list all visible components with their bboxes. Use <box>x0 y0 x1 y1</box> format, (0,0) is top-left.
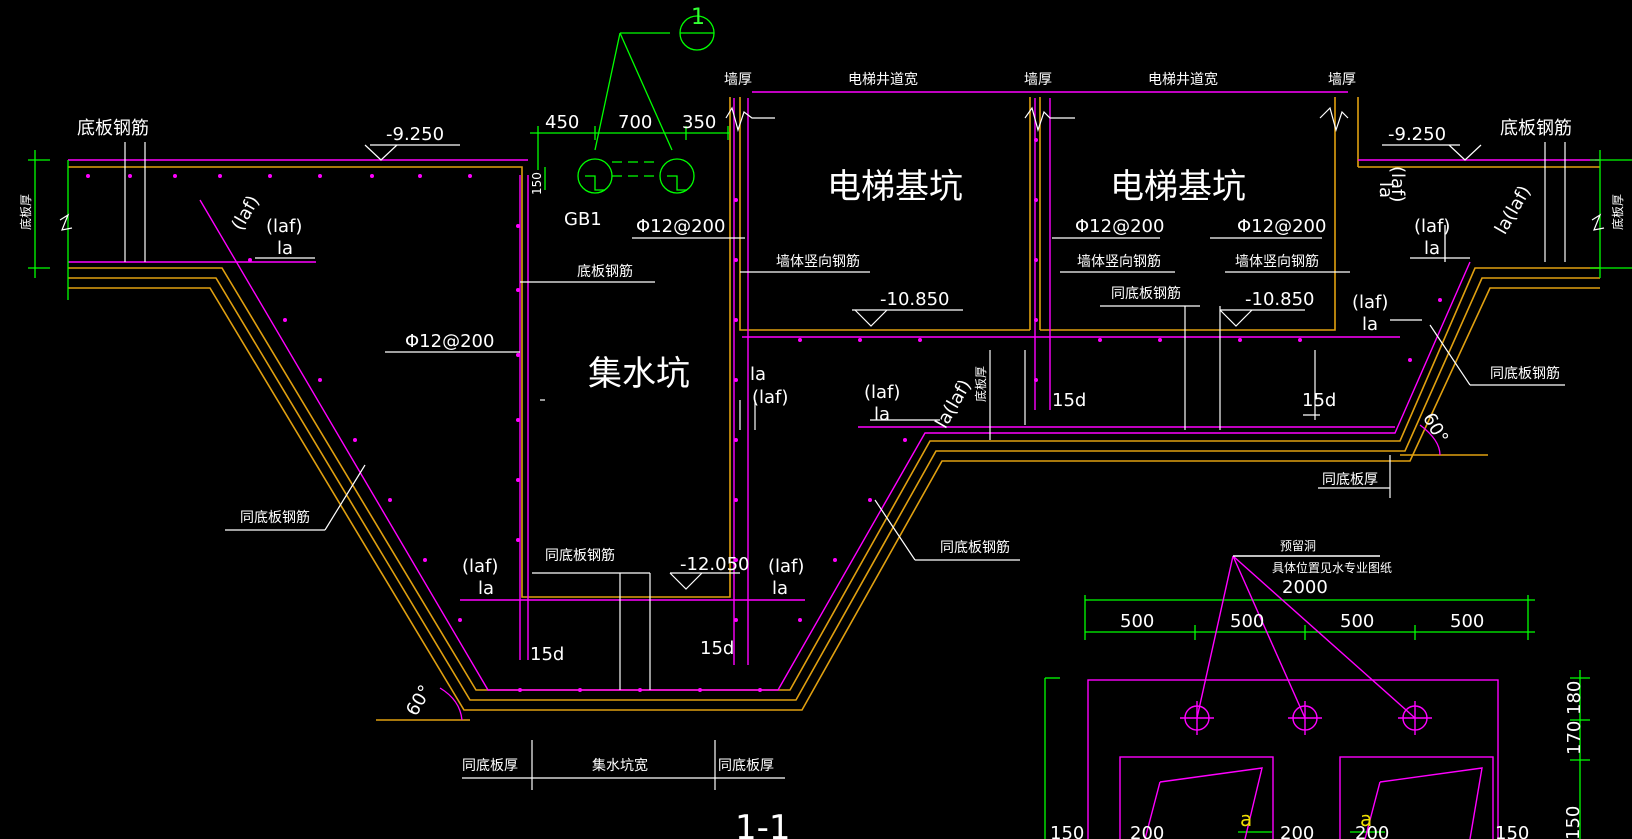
text-layer: 1 -9.250 -9.250 底板钢筋 底板钢筋 墙厚 电梯井道宽 墙厚 电梯… <box>18 5 1625 839</box>
pipe-dim-700: 700 <box>618 112 652 133</box>
wall-vertical-rebar-1: 墙体竖向钢筋 <box>776 253 860 270</box>
fifteen-d-4: 15d <box>700 638 734 659</box>
anchorage-la-2: la <box>874 404 890 425</box>
anchorage-la-3: la <box>1362 314 1378 335</box>
anchorage-la-6: la <box>772 578 788 599</box>
anchorage-laf-3: (laf) <box>1352 292 1388 313</box>
sump-label: 集水坑 <box>588 354 690 394</box>
opening-total: 2000 <box>1282 577 1328 598</box>
same-slab-thick-bottom-2: 同底板厚 <box>718 758 774 774</box>
same-slab-rebar-4: 同底板钢筋 <box>940 539 1010 556</box>
pit-elevation-1: -10.850 <box>880 289 949 310</box>
anchorage-laf-2: (laf) <box>864 382 900 403</box>
top-elevation-right: -9.250 <box>1388 124 1446 145</box>
break-symbols <box>59 106 1605 231</box>
wall-thick-label-1: 墙厚 <box>724 72 752 88</box>
opening-bottom-dim-5: 150 <box>1495 823 1529 839</box>
dimension-lines <box>28 15 1632 839</box>
anchorage-la-laf-diag-2: la(laf) <box>1491 182 1535 238</box>
opening-note-title: 预留洞 <box>1280 539 1316 553</box>
pipe-dim-350: 350 <box>682 112 716 133</box>
sump-slab-rebar-label: 底板钢筋 <box>577 263 633 280</box>
anchorage-laf-1: (laf) <box>266 216 302 237</box>
slab-rebar-left-label: 底板钢筋 <box>77 118 149 139</box>
angle-right: 60° <box>1418 409 1452 447</box>
opening-detail <box>1087 555 1499 839</box>
section-title: 1-1 <box>735 808 791 839</box>
fifteen-d-1: 15d <box>1052 390 1086 411</box>
fifteen-d-2: 15d <box>1302 390 1336 411</box>
wall-thick-label-2: 墙厚 <box>1024 72 1052 88</box>
section-marker: 1 <box>691 5 705 30</box>
elevator-pit-label-1: 电梯基坑 <box>827 167 963 207</box>
top-elevation-left: -9.250 <box>386 124 444 145</box>
same-slab-rebar-5: 同底板钢筋 <box>1490 365 1560 382</box>
opening-bottom-dim-3: 200 <box>1280 823 1314 839</box>
concrete-outline <box>68 97 1600 721</box>
angle-left: 60° <box>402 682 436 720</box>
rebar-phi-3: Φ12@200 <box>1237 216 1326 237</box>
opening-right-dim-2: 170 <box>1564 721 1585 755</box>
wall-vertical-rebar-3: 墙体竖向钢筋 <box>1235 253 1319 270</box>
rebar-phi-4: Φ12@200 <box>405 331 494 352</box>
anchorage-laf-diag-1: (laf) <box>228 192 264 234</box>
pit-elevation-2: -10.850 <box>1245 289 1314 310</box>
slab-thick-left: 底板厚 <box>18 194 33 230</box>
slab-thick-mid: 底板厚 <box>973 366 988 402</box>
wall-vertical-rebar-2: 墙体竖向钢筋 <box>1077 253 1161 270</box>
anchorage-la-wall-1: la <box>750 364 766 385</box>
rebar-phi-2: Φ12@200 <box>1075 216 1164 237</box>
opening-bottom-dim-2: 200 <box>1130 823 1164 839</box>
opening-bottom-dim-4: 200 <box>1355 823 1389 839</box>
anchorage-la-laf-diag: la(laf) <box>931 376 975 432</box>
opening-note-body: 具体位置见水专业图纸 <box>1272 560 1392 575</box>
angle-arcs <box>439 424 1441 721</box>
same-slab-rebar-3: 同底板钢筋 <box>240 509 310 526</box>
opening-right-dim-1: 180 <box>1564 681 1585 715</box>
sump-width-label: 集水坑宽 <box>592 757 648 774</box>
wall-thick-label-3: 墙厚 <box>1328 72 1356 88</box>
same-slab-rebar-2: 同底板钢筋 <box>545 547 615 564</box>
slab-rebar-right-label: 底板钢筋 <box>1500 118 1572 139</box>
opening-bottom-dim-1: 150 <box>1050 823 1084 839</box>
anchorage-la-1: la <box>277 238 293 259</box>
shaft-width-label-1: 电梯井道宽 <box>848 71 918 88</box>
anchorage-la-vert-right: la <box>1375 182 1396 198</box>
anchorage-laf-6: (laf) <box>768 556 804 577</box>
same-slab-thick-right: 同底板厚 <box>1322 472 1378 488</box>
opening-span-1: 500 <box>1120 611 1154 632</box>
opening-span-2: 500 <box>1230 611 1264 632</box>
opening-mark-a-2: a <box>1360 807 1372 831</box>
elevator-pit-label-2: 电梯基坑 <box>1110 167 1246 207</box>
opening-span-4: 500 <box>1450 611 1484 632</box>
anchorage-laf-wall-1: (laf) <box>752 387 788 408</box>
anchorage-laf-vert-right: (laf) <box>1387 166 1408 202</box>
same-slab-thick-bottom-1: 同底板厚 <box>462 758 518 774</box>
fifteen-d-3: 15d <box>530 644 564 665</box>
anchorage-la-5: la <box>478 578 494 599</box>
pipe-dim-150: 150 <box>530 172 544 195</box>
shaft-width-label-2: 电梯井道宽 <box>1148 71 1218 88</box>
anchorage-la-4: la <box>1424 238 1440 259</box>
sump-elevation: -12.050 <box>680 554 749 575</box>
opening-mark-a-1: a <box>1240 807 1252 831</box>
opening-right-dim-3: 150 <box>1563 806 1584 839</box>
pipe-tag-gb1: GB1 <box>564 209 602 230</box>
rebar-phi-1: Φ12@200 <box>636 216 725 237</box>
pipe-dim-450: 450 <box>545 112 579 133</box>
anchorage-laf-4: (laf) <box>1414 216 1450 237</box>
same-slab-rebar-1: 同底板钢筋 <box>1111 285 1181 302</box>
anchorage-laf-5: (laf) <box>462 556 498 577</box>
leader-lines <box>124 142 1566 790</box>
slab-thick-right: 底板厚 <box>1610 194 1625 230</box>
rebar-lines <box>68 91 1600 692</box>
opening-span-3: 500 <box>1340 611 1374 632</box>
